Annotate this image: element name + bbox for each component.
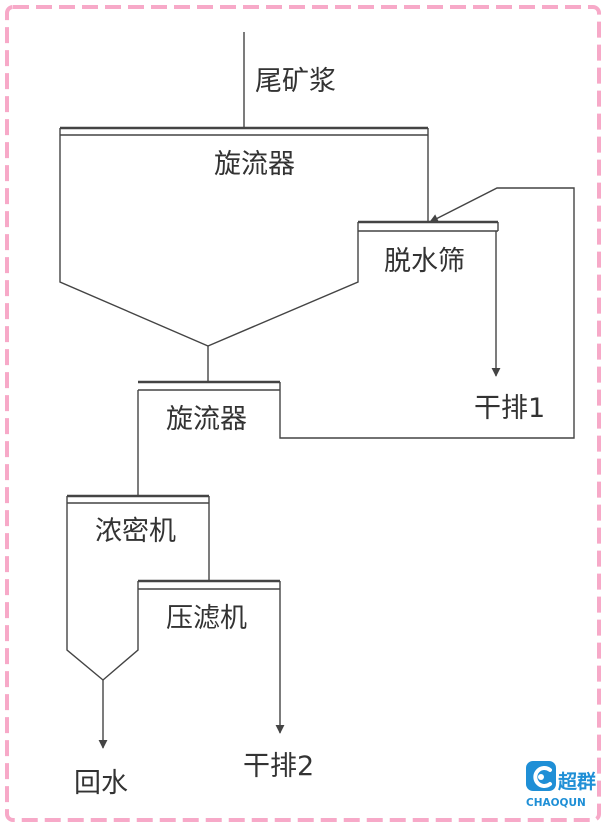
filter-press-shape <box>138 579 281 590</box>
page-border <box>5 5 601 822</box>
filter-press-label: 压滤机 <box>166 603 247 634</box>
logo-brand-cn: 超群 <box>557 770 596 793</box>
return-water-label: 回水 <box>74 768 128 799</box>
feed-label: 尾矿浆 <box>255 66 336 97</box>
cyclone-1-label: 旋流器 <box>214 149 295 180</box>
dry-discharge-2-label: 干排2 <box>243 751 314 782</box>
chaoqun-logo-icon <box>526 761 556 791</box>
dewatering-screen-label: 脱水筛 <box>384 246 465 277</box>
cyclone-2-shape <box>138 380 281 391</box>
chaoqun-logo: 超群 CHAOQUN <box>526 761 596 809</box>
recycle-loop-line <box>279 187 575 439</box>
dry-discharge-1-label: 干排1 <box>474 393 545 424</box>
cyclone-2-label: 旋流器 <box>166 404 247 435</box>
thickener-label: 浓密机 <box>95 516 176 547</box>
logo-brand-en: CHAOQUN <box>526 797 586 809</box>
dewatering-screen-shape <box>358 220 499 232</box>
